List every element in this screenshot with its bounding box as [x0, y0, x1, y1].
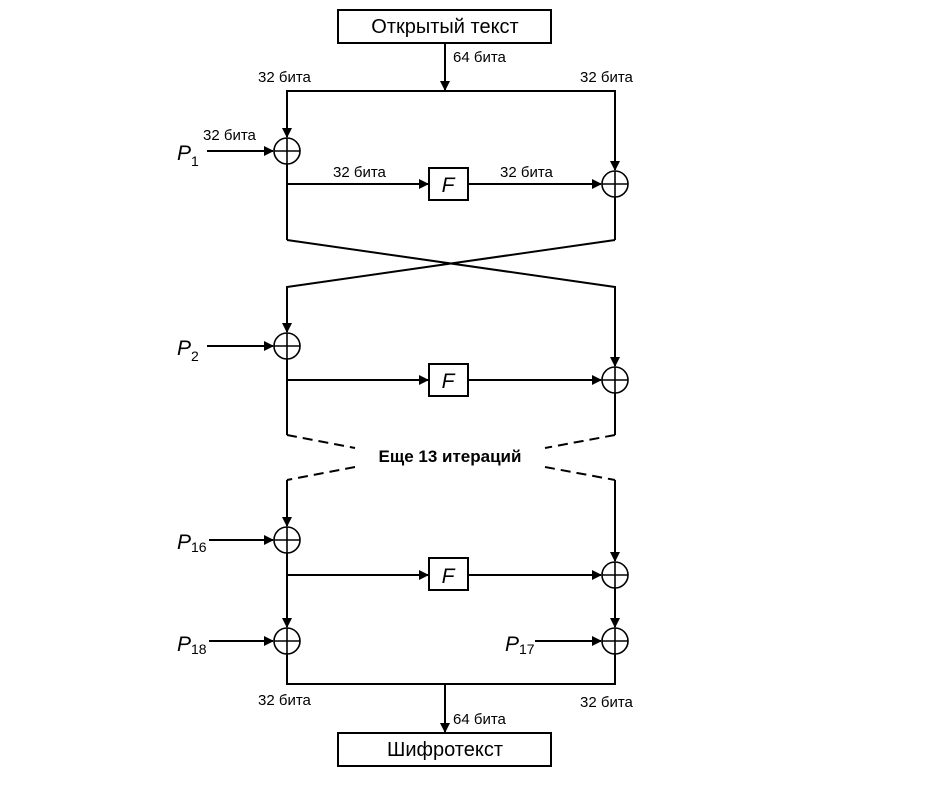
f-label: F [442, 174, 456, 197]
plaintext-box [337, 9, 552, 44]
p18-subscript: 18 [191, 641, 207, 657]
p1-bits-label: 32 бита [203, 127, 257, 144]
f-out-bits-label: 32 бита [500, 164, 554, 181]
p1-subscript: 1 [191, 153, 199, 169]
xor-icon [601, 627, 629, 655]
p18-label: P [177, 633, 191, 656]
dashed-lines [286, 434, 616, 481]
xor-icon [601, 561, 629, 589]
f-label: F [442, 370, 456, 393]
ciphertext-label: Шифротекст [387, 739, 503, 761]
f-in-bits-label: 32 бита [333, 164, 387, 181]
xor-icon [273, 627, 301, 655]
output-bits-label: 64 бита [453, 711, 507, 728]
xor-icon [273, 332, 301, 360]
xor-icon [601, 170, 629, 198]
merge-line [286, 654, 616, 685]
split-line [286, 90, 616, 170]
p16-label: P [177, 531, 191, 554]
plaintext-label: Открытый текст [371, 16, 518, 38]
p17-subscript: 17 [519, 641, 535, 657]
iterations-label: Еще 13 итераций [379, 447, 522, 466]
xor-icon [273, 526, 301, 554]
left-out-bits-label: 32 бита [258, 692, 312, 709]
right-bits-label: 32 бита [580, 69, 634, 86]
left-bits-label: 32 бита [258, 69, 312, 86]
input-bits-label: 64 бита [453, 49, 507, 66]
p16-subscript: 16 [191, 539, 207, 555]
cross-line [286, 239, 616, 332]
cross-line [286, 239, 616, 366]
p2-subscript: 2 [191, 348, 199, 364]
f-label: F [442, 565, 456, 588]
p2-label: P [177, 337, 191, 360]
p17-label: P [505, 633, 519, 656]
xor-icon [273, 137, 301, 165]
p1-label: P [177, 142, 191, 165]
right-out-bits-label: 32 бита [580, 694, 634, 711]
xor-icon [601, 366, 629, 394]
ciphertext-box [337, 732, 552, 767]
